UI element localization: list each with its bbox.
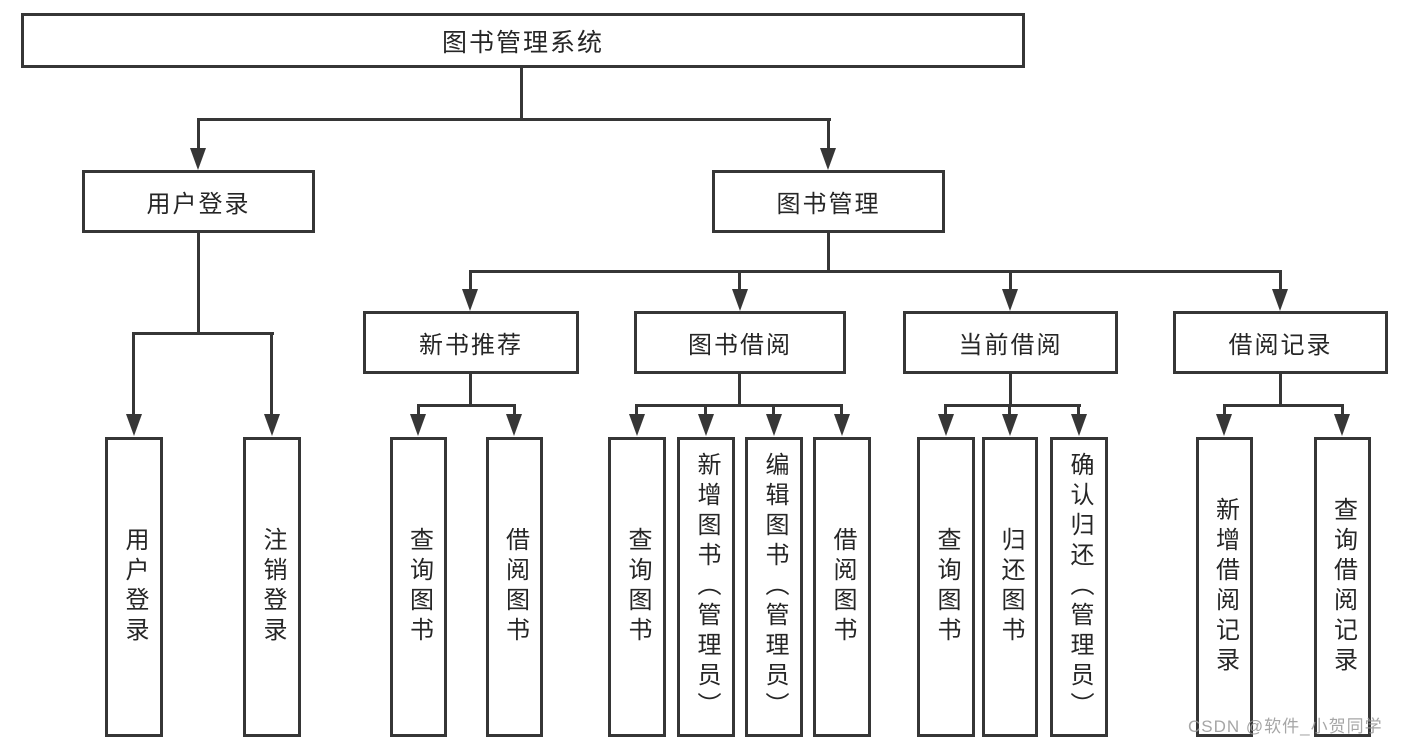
connector-borrow-leaf-bus [635,404,843,407]
connector-recommend-stub [469,374,472,406]
leaf-current-return-book: 归还图书 [982,437,1038,737]
connector-root-stub [520,68,523,120]
leaf-current-confirm-return-admin: 确认归还（管理员） [1050,437,1108,737]
connector-record-leaf-bus [1223,404,1344,407]
connector-arrow-leaf-shaft [1008,404,1011,416]
arrow-down-icon [1272,289,1288,311]
node-borrow-record: 借阅记录 [1173,311,1388,374]
leaf-logout: 注销登录 [243,437,301,737]
leaf-label: 注销登录 [259,527,286,647]
arrow-down-icon [938,414,954,436]
leaf-label: 新增图书（管理员） [693,452,720,722]
leaf-record-add-record: 新增借阅记录 [1196,437,1253,737]
connector-arrow-current-shaft [1009,270,1012,290]
leaf-label: 借阅图书 [829,527,856,647]
connector-arrow-leaf-shaft [417,404,420,416]
leaf-label: 确认归还（管理员） [1066,452,1093,722]
leaf-current-query-book: 查询图书 [917,437,975,737]
connector-recommend-leaf-bus [417,404,516,407]
leaf-label: 用户登录 [121,527,148,647]
watermark: CSDN @软件_小贺同学 [1188,717,1383,736]
leaf-borrow-add-book-admin: 新增图书（管理员） [677,437,735,737]
connector-arrow-leaf-shaft [772,404,775,416]
connector-arrow-recommend-shaft [469,270,472,290]
connector-current-leaf-bus [944,404,1081,407]
leaf-borrow-borrow-book: 借阅图书 [813,437,871,737]
leaf-recommend-borrow-book: 借阅图书 [486,437,543,737]
connector-arrow-leaf-shaft [1223,404,1226,416]
connector-level2-bus [469,270,1282,273]
connector-arrow-borrow-shaft [738,270,741,290]
node-root: 图书管理系统 [21,13,1025,68]
connector-arrow-user-login-shaft [197,118,200,151]
arrow-down-icon [126,414,142,436]
leaf-borrow-query-book: 查询图书 [608,437,666,737]
connector-arrow-leaf-shaft [1077,404,1080,416]
arrow-down-icon [264,414,280,436]
arrow-down-icon [1216,414,1232,436]
leaf-label: 借阅图书 [501,527,529,647]
connector-arrow-leaf-shaft [704,404,707,416]
connector-arrow-record-shaft [1279,270,1282,290]
node-user-login: 用户登录 [82,170,315,233]
connector-arrow-leaf-shaft [1341,404,1344,416]
connector-user-login-bus [132,332,274,335]
leaf-label: 新增借阅记录 [1211,497,1239,677]
arrow-down-icon [1002,289,1018,311]
node-book-borrow: 图书借阅 [634,311,846,374]
connector-book-management-stub [827,233,830,272]
arrow-down-icon [766,414,782,436]
leaf-user-login: 用户登录 [105,437,163,737]
connector-arrow-leaf-shaft [944,404,947,416]
connector-current-stub [1009,374,1012,406]
node-current-borrow: 当前借阅 [903,311,1118,374]
connector-level1-bus [197,118,831,121]
connector-arrow-leaf-shaft [513,404,516,416]
arrow-down-icon [1071,414,1087,436]
leaf-borrow-edit-book-admin: 编辑图书（管理员） [745,437,803,737]
leaf-label: 查询图书 [933,527,960,647]
arrow-down-icon [1002,414,1018,436]
connector-arrow-book-management-shaft [827,118,830,151]
connector-arrow-leaf-shaft [840,404,843,416]
connector-arrow-leaf-logout-shaft [270,332,273,415]
arrow-down-icon [410,414,426,436]
arrow-down-icon [732,289,748,311]
leaf-label: 归还图书 [997,527,1024,647]
arrow-down-icon [506,414,522,436]
arrow-down-icon [629,414,645,436]
node-new-book-recommend: 新书推荐 [363,311,579,374]
arrow-down-icon [698,414,714,436]
leaf-record-query-record: 查询借阅记录 [1314,437,1371,737]
connector-borrow-stub [738,374,741,406]
node-book-management: 图书管理 [712,170,945,233]
leaf-recommend-query-book: 查询图书 [390,437,447,737]
arrow-down-icon [462,289,478,311]
connector-record-stub [1279,374,1282,406]
arrow-down-icon [834,414,850,436]
connector-arrow-leaf-user-login-shaft [132,332,135,415]
arrow-down-icon [190,148,206,170]
connector-user-login-stub [197,233,200,334]
connector-arrow-leaf-shaft [635,404,638,416]
arrow-down-icon [1334,414,1350,436]
leaf-label: 查询图书 [624,527,651,647]
arrow-down-icon [820,148,836,170]
leaf-label: 编辑图书（管理员） [761,452,788,722]
leaf-label: 查询图书 [405,527,433,647]
leaf-label: 查询借阅记录 [1329,497,1357,677]
